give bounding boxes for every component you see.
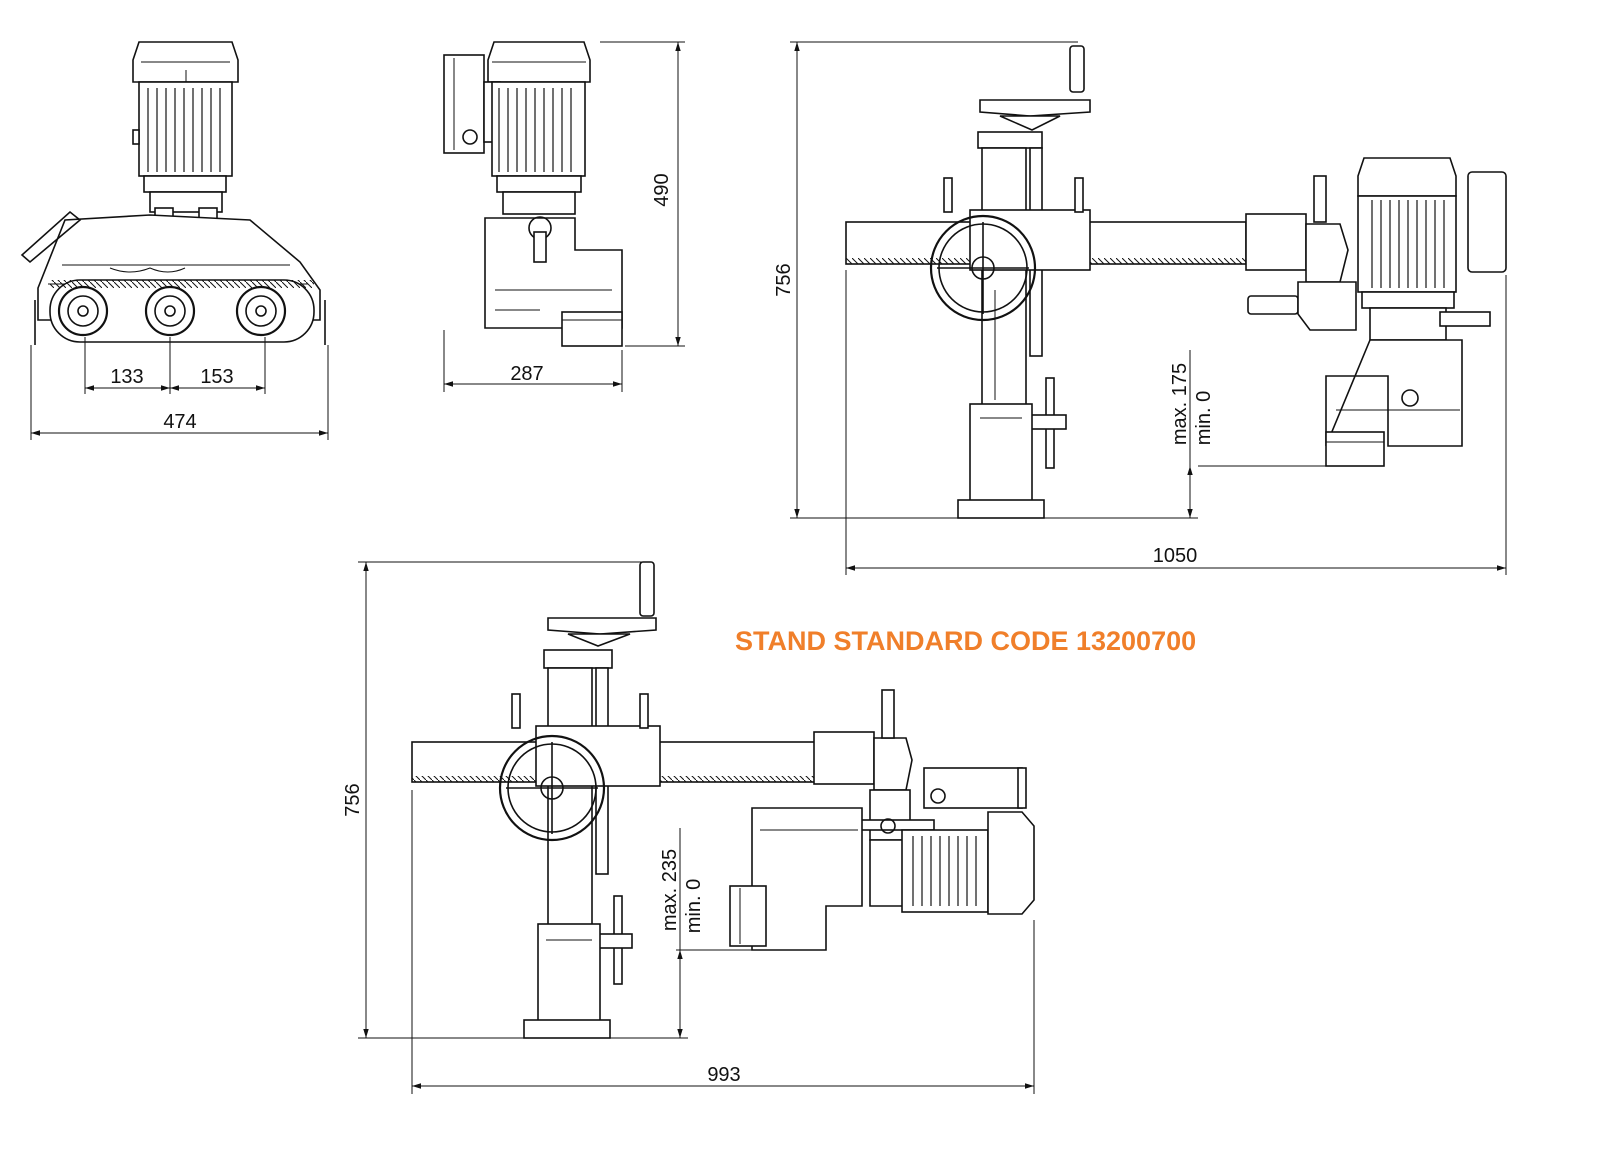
dim-stand2-width: 993 <box>707 1064 740 1086</box>
stand-code-title: STAND STANDARD CODE 13200700 <box>735 626 1196 656</box>
dim-side-height: 490 <box>651 173 673 206</box>
side-view <box>443 41 685 392</box>
dim-stand2-max: max. 235 <box>659 849 681 931</box>
stand-view-2 <box>358 561 1035 1094</box>
stand-view-1 <box>790 41 1507 575</box>
dim-stand1-width: 1050 <box>1153 545 1198 567</box>
dim-stand1-min: min. 0 <box>1193 391 1215 445</box>
dim-stand1-max: max. 175 <box>1169 363 1191 445</box>
dim-stand1-height: 756 <box>773 263 795 296</box>
dim-front-spacing-2: 153 <box>200 366 233 388</box>
dim-front-spacing-1: 133 <box>110 366 143 388</box>
dim-front-width: 474 <box>163 411 196 433</box>
dim-stand2-height: 756 <box>342 783 364 816</box>
dim-side-width: 287 <box>510 363 543 385</box>
front-view <box>20 41 329 440</box>
dim-stand2-min: min. 0 <box>683 879 705 933</box>
